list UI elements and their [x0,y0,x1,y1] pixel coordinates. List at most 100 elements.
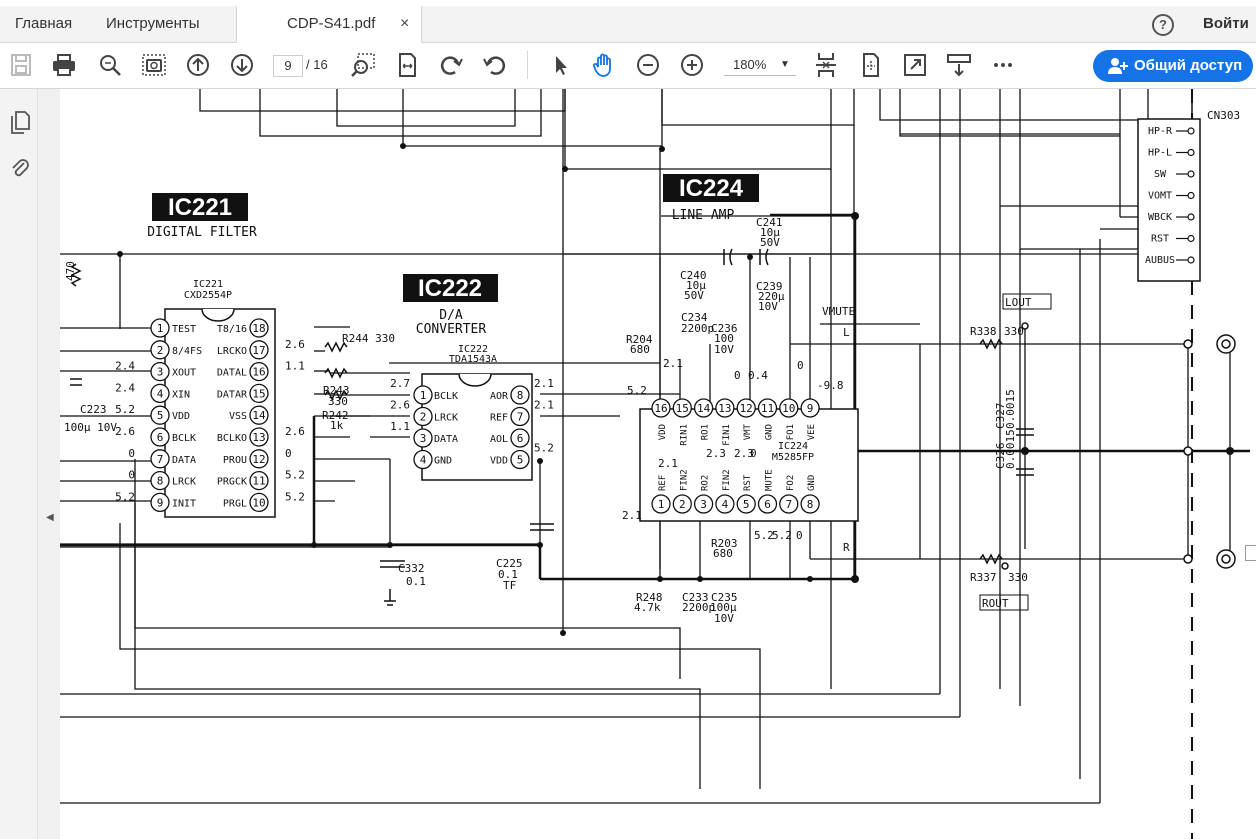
tab-bar: Главная Инструменты CDP-S41.pdf × ? Войт… [0,6,1256,43]
connector-pin-label: SW [1154,169,1167,180]
ic221-part: CXD2554P [184,290,232,301]
component-label: 10V [758,300,778,313]
connector-pin-marker [1187,191,1195,200]
ic221-pin-15-marker [249,383,269,404]
select-arrow-icon[interactable] [545,51,575,79]
zoom-value: 180% [733,57,767,72]
snapshot-icon[interactable] [139,51,169,79]
ic222-pin-2: 2 [420,411,427,424]
ic224-pin-name: FIN2 [679,469,689,491]
ic221-pin-name: VDD [172,411,190,422]
rotate-counterclockwise-icon[interactable] [480,51,510,79]
tab-home[interactable]: Главная [15,15,73,32]
ic224-pin-name: RO1 [701,424,711,440]
connector-pin-label: WBCK [1148,212,1172,223]
ic222-pin-2-marker [413,406,433,427]
ic221-pin-name: BCLKO [217,433,247,444]
tab-document[interactable]: CDP-S41.pdf × [236,6,422,43]
ic221-pin-18: 18 [252,322,265,335]
zoom-in-icon[interactable] [677,51,707,79]
tab-close-icon[interactable]: × [400,15,410,32]
ic224-title: IC224 [663,174,759,202]
zoom-select[interactable]: 180% ▼ [724,55,796,76]
ic222-pin-voltage: 1.1 [390,420,410,433]
component-label: R242 [322,409,349,422]
print-icon[interactable] [49,51,79,79]
ic222-pin-voltage: 2.6 [390,399,410,412]
ic221-pin-voltage: 5.2 [115,490,135,503]
component-label: 100µ 10V [64,421,117,434]
ic221-pin-name: DATAR [217,389,248,400]
svg-text:IC222: IC222 [418,275,482,302]
prev-page-icon[interactable] [183,51,213,79]
ic221-pin-4: 4 [157,387,164,400]
ic222-pin-3-marker [413,428,433,448]
lout-label-box [1002,293,1052,310]
ic224-pin-6: 6 [764,498,771,511]
component-label: 330 [1008,571,1028,584]
page-layout-icon[interactable] [811,51,841,79]
ic221-pin-name: LRCK [172,477,196,488]
tab-tools[interactable]: Инструменты [106,15,200,32]
fit-page-icon[interactable] [392,51,422,79]
share-button[interactable]: Общий доступ [1093,50,1253,82]
ic224-pin-name: FO1 [786,424,796,440]
zoom-search-icon[interactable] [95,51,125,79]
help-icon[interactable]: ? [1152,14,1174,36]
ic224-pin-name: VEE [807,424,817,440]
ic222-pin-voltage: 5.2 [534,442,554,455]
component-label: 2200p [682,601,715,614]
scrollbar-thumb[interactable] [1245,545,1256,561]
hand-tool-icon[interactable] [589,51,619,79]
ic224-part: M5285FP [772,452,814,463]
pages-thumbnail-icon[interactable] [8,109,32,135]
save-icon[interactable] [6,51,36,79]
ic224-pin-name: RO2 [701,475,711,491]
ic222-pin-5: 5 [517,454,524,467]
ic221-pin-18-marker [249,318,269,338]
ic221-title: IC221 [152,193,248,221]
ic224-pin-4: 4 [722,498,729,511]
connector-pin-marker [1187,127,1195,135]
ic222-pin-name: REF [490,413,508,424]
ic224-pin-name: FIN1 [722,424,732,446]
component-label: C223 [80,403,107,416]
ic224-voltage: 2.1 [663,357,683,370]
component-label: 2200p [681,322,714,335]
read-mode-icon[interactable] [944,51,974,79]
component-label: ROUT [982,597,1009,610]
zoom-out-icon[interactable] [633,51,663,79]
svg-text:IC221: IC221 [168,194,232,221]
scroll-mode-icon[interactable] [856,51,886,79]
ic221-pin-9: 9 [157,496,164,509]
ic224-pins: 16VDD15RIN114RO113FIN112VMT11GND10FO19VE… [651,398,820,514]
ic222-ref: IC222 [458,344,488,355]
component-label: 10µ [686,279,706,292]
ic224-pin-name: RST [743,474,753,491]
more-options-icon[interactable] [988,51,1018,79]
connector-pin-label: HP-R [1148,126,1173,137]
component-label: C327 [994,403,1007,430]
component-label: 680 [630,343,650,356]
signin-button[interactable]: Войти [1203,15,1249,32]
attachment-icon[interactable] [8,155,32,181]
next-page-icon[interactable] [227,51,257,79]
component-label: C240 [680,269,707,282]
collapse-panel-icon[interactable]: ◀ [46,512,54,523]
document-page[interactable]: IC221 DIGITAL FILTER IC221 CXD2554P IC22… [60,89,1256,839]
fullscreen-icon[interactable] [900,51,930,79]
ic221-pin-voltage: 5.2 [285,490,305,503]
marquee-zoom-icon[interactable] [348,51,378,79]
component-label: 0.0015 [1004,389,1017,429]
ic224-pin-name: GND [765,424,775,440]
ic224-voltage: 0 [796,529,803,542]
component-label: C332 [398,562,425,575]
ic224-pin-5-marker [736,494,756,514]
connector-pin-marker [1187,148,1195,157]
ic224-pin-13-marker [715,398,735,418]
rotate-clockwise-icon[interactable] [436,51,466,79]
component-label: R244 330 [342,332,395,345]
page-number-input[interactable]: 9 [273,55,303,77]
component-label: 100 [714,332,734,345]
